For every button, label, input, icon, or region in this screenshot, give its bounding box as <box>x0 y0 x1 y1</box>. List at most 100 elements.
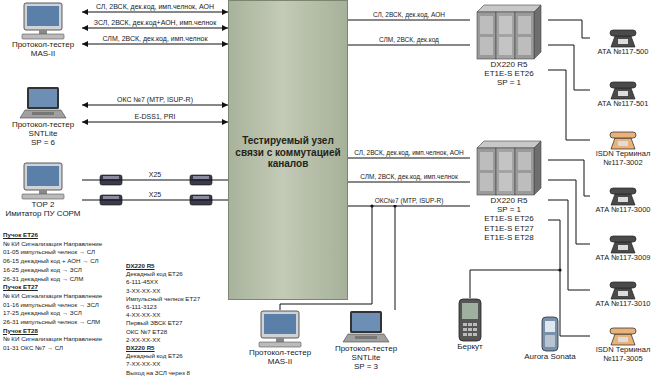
icon-part <box>515 12 534 59</box>
handheld-icon <box>457 298 483 342</box>
icon-part <box>611 334 635 345</box>
icon-part <box>618 291 628 296</box>
icon-part <box>27 87 59 109</box>
icon-part <box>22 194 64 199</box>
monitor-icon <box>255 310 305 348</box>
connector <box>348 182 470 183</box>
icon-part <box>468 328 472 331</box>
table-cell: 6-111-3123 <box>126 303 226 311</box>
line-label: СЛМ, 2ВСК, дек.код <box>378 36 440 43</box>
connector <box>348 45 470 46</box>
exchange-cabinet: DX220 R5ET1E-S ET26SP = 1 <box>470 2 548 89</box>
icon-part <box>259 342 301 347</box>
icon-part <box>463 323 467 326</box>
table-cell: 01-16 импульсный челнок → ЗСЛ <box>3 301 125 310</box>
icon-holder <box>590 28 656 48</box>
protocol-tester: Протокол-тестер MAS-II <box>240 310 320 367</box>
icon-holder <box>590 186 656 206</box>
icon-holder <box>4 2 82 40</box>
connector <box>82 200 228 201</box>
tested-switch-node: Тестируемый узел связи с коммутацией кан… <box>228 0 348 300</box>
connector <box>82 180 228 181</box>
node-label: Протокол-тестер SNTLite <box>4 120 82 138</box>
icon-part <box>480 152 493 170</box>
icon-holder <box>590 80 656 100</box>
table-cell: 06-15 декадный код + АОН → СЛ <box>3 257 125 266</box>
phone-icon <box>607 130 639 150</box>
node-sublabel: Имитатор ПУ СОРМ <box>4 209 82 218</box>
phone-icon <box>607 28 639 48</box>
node-sublabel: ET1E-S ET28 <box>470 233 548 242</box>
table-heading: Пучок ЕТ28 <box>3 327 125 336</box>
line-label: X25 <box>148 171 162 179</box>
icon-part <box>610 282 636 288</box>
node-sublabel: SP = 3 <box>324 362 408 371</box>
ata-phone: АТА №117-3010 <box>590 280 656 310</box>
ata-phone: АТА №117-500 <box>590 28 656 58</box>
table-cell: Выход на ЗСЛ через 8 <box>126 369 226 377</box>
laptop-icon <box>18 86 68 120</box>
table-cell: 26-31 импульсный челнок → СЛМ <box>3 318 125 327</box>
line-label: СЛ, 2ВСК, дек.код, имп.челнок, АОН <box>95 3 215 11</box>
line-label: X25 <box>148 191 162 199</box>
icon-part <box>610 328 636 334</box>
phone-icon <box>607 234 639 254</box>
table-cell: № КИ Сигнализация Направление <box>3 292 125 301</box>
node-label: TOP 2 <box>4 200 82 209</box>
icon-part <box>611 36 635 47</box>
table-cell: Декадный код ЕТ26 <box>126 270 226 278</box>
ata-phone: АТА №117-3009 <box>590 234 656 264</box>
table-cell: Первый ЗВСК ЕТ27 <box>126 319 226 327</box>
ata-phone: АТА №117-501 <box>590 80 656 110</box>
icon-part <box>350 311 382 333</box>
icon-part <box>355 336 377 339</box>
note-block: Пучок ЕТ26№ КИ Сигнализация Направление0… <box>3 231 125 353</box>
icon-part <box>480 37 493 55</box>
icon-holder <box>470 2 548 60</box>
modem-symbol <box>193 196 209 199</box>
icon-part <box>542 317 558 351</box>
icon-part <box>610 132 636 138</box>
icon-part <box>611 242 635 253</box>
icon-part <box>618 245 628 250</box>
node-label: АТА №117-3000 <box>590 206 656 215</box>
table-cell: ОКС №7 ЕТ28 <box>126 328 226 336</box>
connector <box>348 206 470 207</box>
icon-part <box>39 190 47 194</box>
node-label: АТА №117-3010 <box>590 300 656 309</box>
icon-part <box>618 141 628 146</box>
connector <box>82 122 228 123</box>
node-sublabel: ET1E-S ET27 <box>470 224 548 233</box>
node-label: Aurora Sonata <box>515 352 585 361</box>
icon-part <box>20 110 66 118</box>
icon-part <box>477 12 496 59</box>
icon-part <box>477 5 541 12</box>
node-label: DX220 R5 <box>470 196 548 205</box>
phone-icon <box>607 186 639 206</box>
node-label: Беркут <box>445 342 495 351</box>
phone-icon <box>607 280 639 300</box>
table-heading: DX220 R5 <box>126 344 226 352</box>
laptop-icon <box>341 310 391 344</box>
node-label: Протокол-тестер MAS-II <box>240 348 320 366</box>
icon-holder <box>590 130 656 150</box>
line-label: СЛ, 2ВСК, дек.код, АОН <box>372 11 446 18</box>
phone-icon <box>607 80 639 100</box>
icon-holder <box>515 316 585 352</box>
icon-part <box>499 173 512 191</box>
table-cell: № КИ Сигнализация Направление <box>3 335 125 344</box>
line-label: ЗСЛ, 2ВСК, дек.код+АОН, имп.челнок <box>93 19 217 27</box>
table-cell: 01-05 импульсный челнок → СЛ <box>3 248 125 257</box>
icon-part <box>468 323 472 326</box>
ata-phone: АТА №117-3000 <box>590 186 656 216</box>
line-label: СЛМ, 2ВСК, дек.код, имп.челнок <box>359 173 459 180</box>
icon-holder <box>445 298 495 342</box>
icon-part <box>611 288 635 299</box>
node-sublabel: ET1E-S ET26 <box>470 214 548 223</box>
icon-part <box>480 173 493 191</box>
node-sublabel: SP = 1 <box>470 78 548 87</box>
node-label: Тестируемый узел связи с коммутацией кан… <box>235 135 341 170</box>
protocol-tester: Протокол-тестер SNTLiteSP = 6 <box>4 86 82 149</box>
table-heading: Пучок ЕТ26 <box>3 231 125 240</box>
table-cell: 7-ХХ-ХХ-ХХ <box>126 360 226 368</box>
